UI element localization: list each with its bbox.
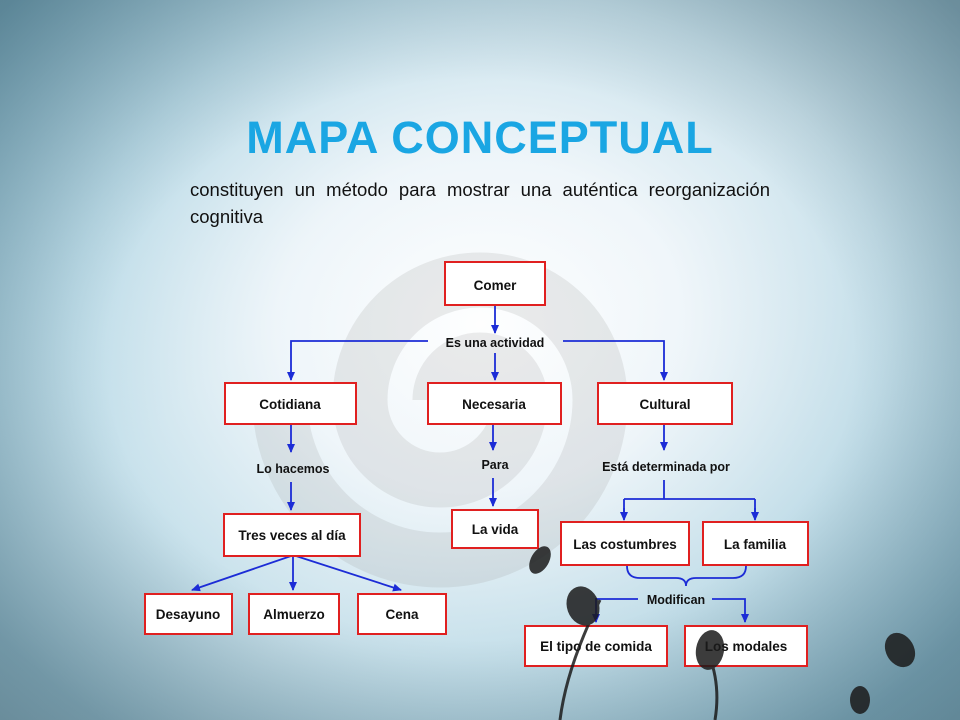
- edge-to-modales: [712, 598, 749, 623]
- node-cotidiana: Cotidiana: [224, 382, 357, 425]
- edge-to-tipo-comida: [592, 598, 638, 623]
- node-comer: Comer: [444, 261, 546, 306]
- svg-text:La familia: La familia: [724, 537, 787, 552]
- svg-text:Necesaria: Necesaria: [462, 397, 526, 412]
- link-es-una-actividad: Es una actividad: [446, 336, 545, 350]
- link-lo-hacemos: Lo hacemos: [257, 462, 330, 476]
- edges: [191, 305, 759, 623]
- svg-text:Cotidiana: Cotidiana: [259, 397, 321, 412]
- svg-text:Las costumbres: Las costumbres: [573, 537, 677, 552]
- node-la-familia: La familia: [702, 521, 809, 566]
- node-cena: Cena: [357, 593, 447, 635]
- node-necesaria: Necesaria: [427, 382, 562, 425]
- svg-text:Comer: Comer: [474, 278, 518, 293]
- svg-text:El tipo de comida: El tipo de comida: [540, 639, 652, 654]
- edge-to-cena: [295, 555, 402, 592]
- svg-text:Cena: Cena: [385, 607, 419, 622]
- node-tres-veces-al-dia: Tres veces al día: [223, 513, 361, 557]
- edge-to-cotidiana: [287, 340, 428, 381]
- edge-brace: [626, 565, 747, 587]
- edge-to-costumbres-familia: [623, 480, 756, 518]
- svg-text:Almuerzo: Almuerzo: [263, 607, 325, 622]
- svg-text:La vida: La vida: [472, 522, 519, 537]
- svg-text:Cultural: Cultural: [639, 397, 690, 412]
- edge-to-desayuno: [191, 555, 292, 592]
- node-la-vida: La vida: [451, 509, 539, 549]
- node-almuerzo: Almuerzo: [248, 593, 340, 635]
- page-title: MAPA CONCEPTUAL: [246, 112, 714, 163]
- node-desayuno: Desayuno: [144, 593, 233, 635]
- node-cultural: Cultural: [597, 382, 733, 425]
- link-para: Para: [481, 458, 509, 472]
- link-modifican: Modifican: [647, 593, 705, 607]
- node-el-tipo-de-comida: El tipo de comida: [524, 625, 668, 667]
- svg-text:Desayuno: Desayuno: [156, 607, 221, 622]
- node-los-modales: Los modales: [684, 625, 808, 667]
- edge-to-cultural: [563, 340, 668, 381]
- svg-text:Tres veces al día: Tres veces al día: [238, 528, 346, 543]
- svg-text:Los modales: Los modales: [705, 639, 788, 654]
- page-subtitle: constituyen un método para mostrar una a…: [190, 179, 770, 227]
- link-esta-determinada-por: Está determinada por: [602, 460, 730, 474]
- node-las-costumbres: Las costumbres: [560, 521, 690, 566]
